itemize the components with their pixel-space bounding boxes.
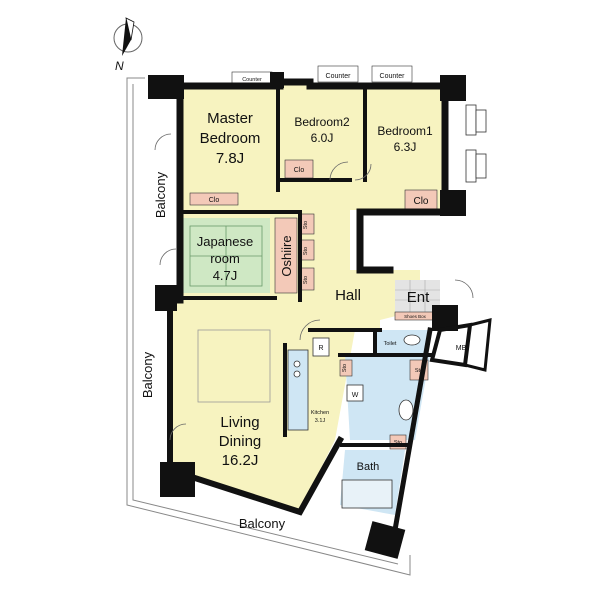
master-bedroom-line1: Master (207, 110, 253, 127)
bedroom1-name: Bedroom1 (377, 124, 433, 138)
living-rug (197, 329, 271, 403)
mb-label: MB (456, 345, 467, 352)
toilet-label: Toilet (384, 341, 397, 347)
clo-master-box (189, 192, 239, 206)
wash-basin-icon (398, 399, 414, 421)
oshiire-box (274, 217, 298, 294)
living-dining-line1: Living (220, 414, 259, 431)
bedroom2-name: Bedroom2 (294, 115, 350, 129)
balcony-west-upper: Balcony (153, 171, 168, 218)
bathtub-icon (341, 479, 393, 509)
kitchen-name: Kitchen (311, 410, 329, 416)
washer-box (346, 384, 364, 402)
japanese-room-line2: room (210, 251, 240, 266)
labels: Master Bedroom 7.8J Bedroom2 6.0J Bedroo… (140, 73, 467, 531)
shoes-box-label: Shoes Box (404, 314, 427, 319)
balcony-outline (126, 77, 411, 576)
sto-box-6 (339, 359, 353, 377)
sanitary-fixtures (293, 334, 421, 509)
sto-5-label: Sto (394, 440, 402, 446)
kitchen-counter (287, 349, 309, 431)
living-dining-size: 16.2J (222, 452, 259, 469)
pillars (148, 72, 466, 559)
counter-1-label: Counter (242, 77, 262, 83)
living-dining-line2: Dining (219, 433, 262, 450)
compass-needle-icon (122, 18, 131, 56)
master-bedroom-size: 7.8J (216, 150, 244, 167)
compass-north-label: N (115, 59, 124, 73)
compass: N (113, 17, 143, 73)
washer-label: W (352, 392, 359, 399)
balcony-west-lower: Balcony (140, 351, 155, 398)
bedroom1-size: 6.3J (394, 140, 417, 154)
fridge-box (312, 337, 330, 357)
counter-3-box (371, 65, 413, 83)
japanese-room-size: 4.7J (213, 268, 238, 283)
mb-wall (429, 322, 473, 368)
bedroom2-size: 6.0J (311, 131, 334, 145)
balcony-south: Balcony (239, 516, 286, 531)
counter-2-box (317, 65, 359, 83)
entrance-label: Ent (407, 289, 430, 306)
door-swings (154, 133, 474, 441)
stove-icon (293, 360, 301, 368)
counters (231, 65, 413, 85)
sto-2-label: Sto (303, 247, 309, 255)
bath-label: Bath (357, 461, 380, 473)
japanese-room-line1: Japanese (197, 234, 253, 249)
clo-master-label: Clo (209, 197, 220, 204)
east-windows (465, 104, 487, 183)
main-floor (170, 85, 445, 510)
counter-2-label: Counter (326, 73, 352, 80)
floors (170, 85, 445, 515)
sto-4-label: Sto (415, 368, 423, 374)
counter-3-label: Counter (380, 73, 406, 80)
sto-3-label: Sto (303, 276, 309, 284)
toilet-bowl-icon (403, 334, 421, 346)
master-bedroom-line2: Bedroom (200, 130, 261, 147)
kitchen-size: 3.1J (315, 418, 326, 424)
refrigerator-label: R (318, 345, 323, 352)
clo-bedroom2-label: Clo (294, 167, 305, 174)
sto-1-label: Sto (303, 221, 309, 229)
clo-bedroom1-label: Clo (413, 196, 428, 207)
sto-6-label: Sto (342, 364, 348, 372)
hall-label: Hall (335, 287, 361, 304)
oshiire-label: Oshiire (279, 235, 294, 276)
compass-needle-light-icon (125, 17, 135, 41)
